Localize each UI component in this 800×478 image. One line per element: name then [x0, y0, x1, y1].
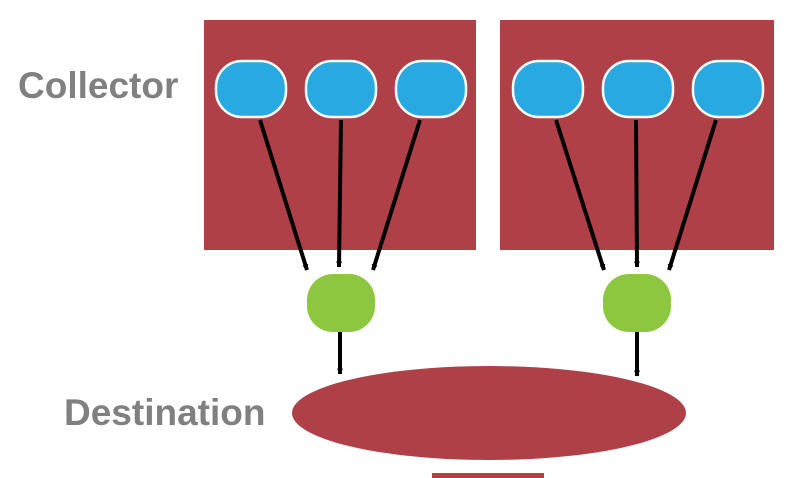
collector-label: Collector [18, 65, 178, 106]
source-node [601, 59, 675, 119]
source-node [214, 59, 288, 119]
source-node [511, 59, 585, 119]
arrow-source-3-to-aggregator-left [371, 119, 422, 271]
destination-label: Destination [64, 392, 265, 433]
arrow-source-6-to-aggregator-right [667, 119, 718, 271]
source-node [304, 59, 378, 119]
source-node [394, 59, 468, 119]
arrow-source-4-to-aggregator-right [554, 119, 606, 271]
destination-bottom-sliver [432, 473, 544, 478]
aggregator-node-left [307, 274, 375, 332]
arrow-source-5-to-aggregator-right [633, 119, 640, 268]
source-nodes-right [511, 59, 765, 119]
source-node [691, 59, 765, 119]
aggregator-node-right [603, 274, 671, 332]
arrow-source-2-to-aggregator-left [336, 119, 343, 268]
arrows-left-group [258, 119, 422, 375]
destination-ellipse [292, 366, 686, 460]
arrow-source-1-to-aggregator-left [258, 119, 309, 271]
source-nodes-left [214, 59, 468, 119]
arrows-right-group [554, 119, 718, 377]
